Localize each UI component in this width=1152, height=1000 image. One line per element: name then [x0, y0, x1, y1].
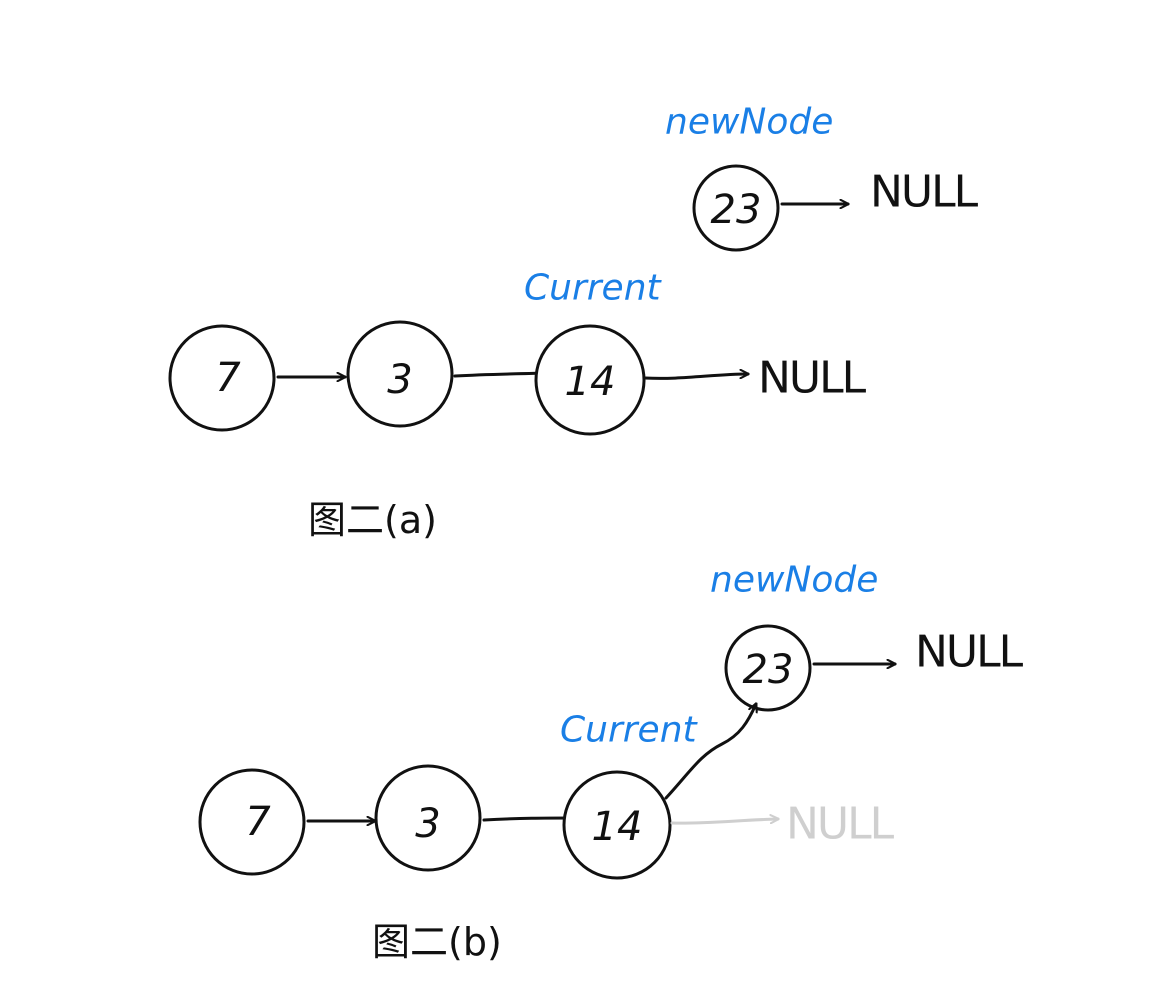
- node-value: 3: [387, 357, 412, 403]
- new-node-label-b: newNode: [710, 560, 878, 601]
- caption-b: 图二(b): [372, 920, 502, 964]
- list-node-a-3: 14: [534, 324, 646, 436]
- current-label-a: Current: [524, 268, 663, 309]
- diagram-b: newNode 23 NULL Current 7 3 14 NULL: [198, 560, 1026, 964]
- node-circle: [374, 764, 482, 872]
- edge-arrow: [453, 373, 545, 376]
- list-node-b-3: 14: [562, 770, 672, 880]
- current-label-b: Current: [560, 710, 699, 751]
- caption-a: 图二(a): [308, 498, 437, 542]
- edge-arrow: [643, 374, 748, 380]
- list-node-b-2: 3: [374, 764, 482, 872]
- node-circle: [346, 320, 454, 428]
- diagram-a: newNode 23 NULL Current 7 3 14 NULL 图二(a…: [168, 102, 981, 542]
- node-circle: [168, 324, 276, 432]
- node-circle: [692, 164, 780, 252]
- null-label: NULL: [915, 627, 1024, 678]
- node-value: 23: [711, 187, 762, 233]
- old-next-arrow-faded: [670, 819, 778, 825]
- list-node-a-2: 3: [346, 320, 454, 428]
- new-node-label-a: newNode: [665, 102, 833, 143]
- node-value: 7: [245, 799, 271, 845]
- new-link-arrow: [664, 704, 756, 800]
- null-label: NULL: [758, 353, 867, 404]
- node-circle: [562, 770, 672, 880]
- node-value: 3: [415, 801, 440, 847]
- node-value: 23: [743, 647, 794, 693]
- edge-arrow: [482, 818, 574, 820]
- null-label-faded: NULL: [786, 799, 895, 850]
- list-node-b-1: 7: [198, 768, 306, 876]
- new-node-a: 23: [692, 164, 780, 252]
- node-circle: [534, 324, 646, 436]
- node-value: 7: [215, 355, 241, 401]
- new-node-b: 23: [724, 624, 812, 712]
- node-circle: [724, 624, 812, 712]
- node-value: 14: [592, 804, 643, 850]
- node-value: 14: [565, 359, 616, 405]
- node-circle: [198, 768, 306, 876]
- null-label: NULL: [870, 167, 979, 218]
- list-node-a-1: 7: [168, 324, 276, 432]
